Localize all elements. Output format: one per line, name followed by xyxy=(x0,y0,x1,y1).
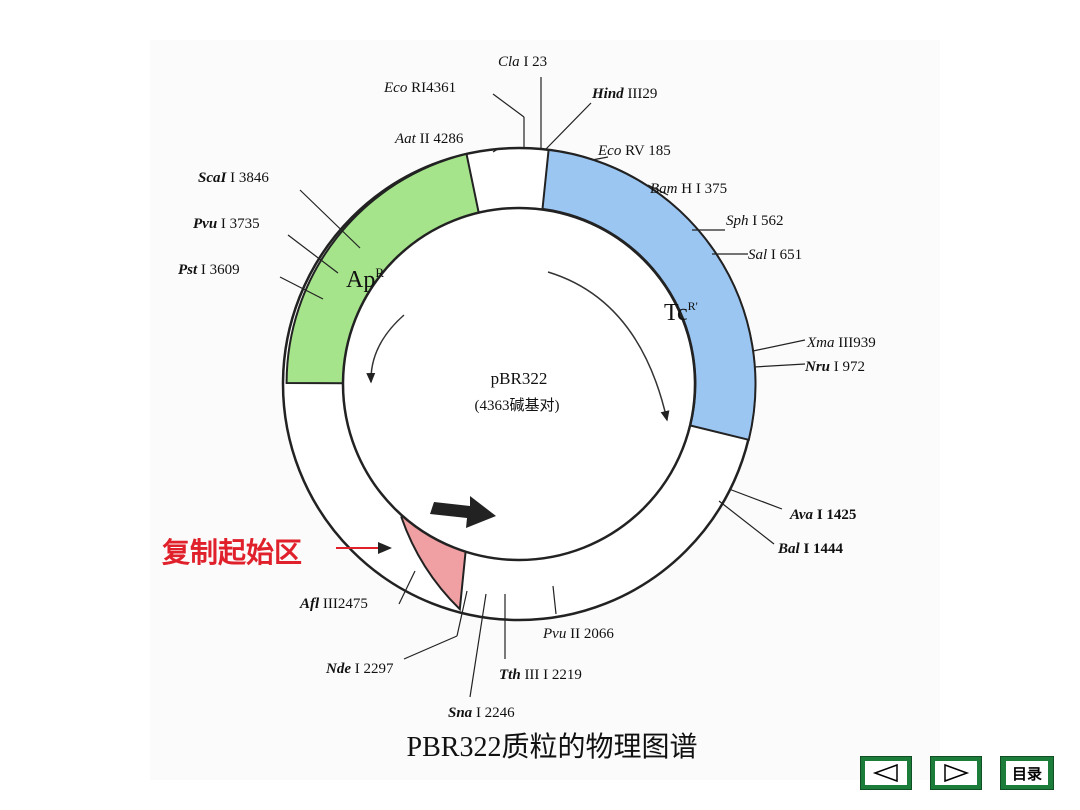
prev-arrow-icon xyxy=(864,760,908,786)
site-label-snai: Sna I 2246 xyxy=(448,705,515,721)
site-label-bali: Bal I 1444 xyxy=(777,541,844,557)
tc-direction-arrow xyxy=(547,271,670,422)
site-label-psti: Pst I 3609 xyxy=(178,262,240,278)
site-label-aatii: Aat II 4286 xyxy=(394,131,464,147)
site-label-sali: Sal I 651 xyxy=(748,247,802,263)
site-label-pvui: Pvu I 3735 xyxy=(193,216,260,232)
plasmid-figure: Cla I 23 Eco RI4361 Hind III29 Aat II 42… xyxy=(150,40,940,780)
site-label-xmaiii: Xma III939 xyxy=(806,335,876,351)
plasmid-map: Cla I 23 Eco RI4361 Hind III29 Aat II 42… xyxy=(162,54,876,763)
site-label-pvuii: Pvu II 2066 xyxy=(542,626,614,642)
site-label-cla: Cla I 23 xyxy=(498,54,547,70)
ap-direction-arrow xyxy=(366,314,405,384)
inner-ring xyxy=(341,206,697,562)
site-label-ecori: Eco RI4361 xyxy=(383,80,456,96)
site-label-hindiii: Hind III29 xyxy=(591,86,657,102)
previous-slide-button[interactable] xyxy=(860,756,912,790)
toc-label: 目录 xyxy=(1005,760,1049,786)
plasmid-size: (4363碱基对) xyxy=(475,397,560,414)
origin-of-replication-label: 复制起始区 xyxy=(162,537,302,569)
site-label-ndei: Nde I 2297 xyxy=(325,661,394,677)
site-label-sphi: Sph I 562 xyxy=(726,213,784,229)
ap-gene-label: ApR xyxy=(346,265,384,293)
site-label-ecorv: Eco RV 185 xyxy=(597,143,671,159)
next-arrow-icon xyxy=(934,760,978,786)
site-label-afliii: Afl III2475 xyxy=(299,596,368,612)
site-label-tthiii: Tth III I 2219 xyxy=(499,667,582,683)
site-label-nrui: Nru I 972 xyxy=(804,359,865,375)
table-of-contents-button[interactable]: 目录 xyxy=(1000,756,1054,790)
site-label-avai: Ava I 1425 xyxy=(789,507,856,523)
site-leader-lines xyxy=(279,77,806,698)
site-label-bamhi: Bam H I 375 xyxy=(650,181,727,197)
replication-arrow-icon xyxy=(430,496,496,528)
plasmid-name: pBR322 xyxy=(491,369,548,388)
figure-caption: PBR322质粒的物理图谱 xyxy=(407,731,698,763)
tc-gene-label: TcR' xyxy=(664,299,698,326)
next-slide-button[interactable] xyxy=(930,756,982,790)
site-label-scai: ScaI I 3846 xyxy=(198,170,269,186)
